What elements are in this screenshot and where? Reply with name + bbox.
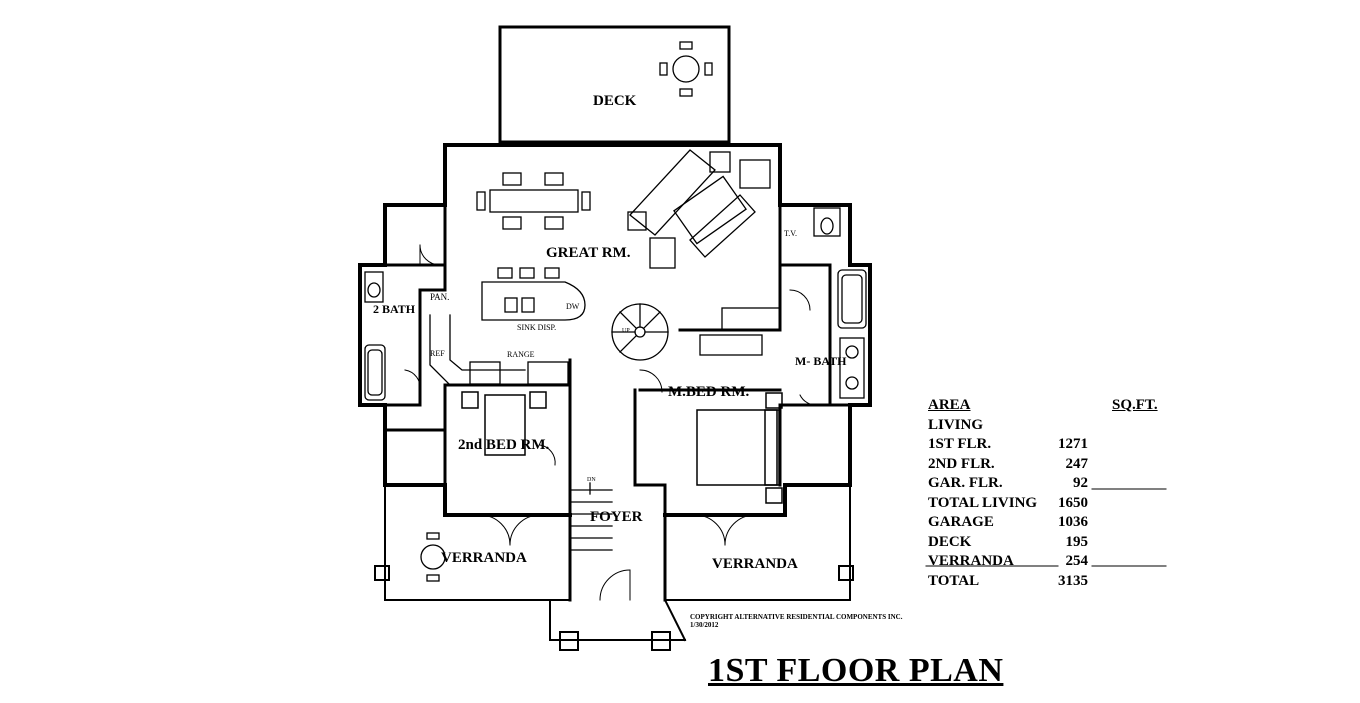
half-bath-fixtures-icon (364, 271, 386, 401)
veranda-outlines (374, 484, 854, 651)
deck-table-icon (659, 41, 713, 97)
copyright-notice: COPYRIGHT ALTERNATIVE RESIDENTIAL COMPON… (690, 613, 902, 629)
label-sink: SINK DISP. (517, 323, 557, 332)
dining-table-icon (476, 172, 591, 230)
room-label-veranda-right: VERRANDA (712, 556, 798, 572)
door-swings (404, 244, 819, 601)
sofa-set-icon (627, 149, 771, 269)
area-row-name: LIVING (928, 416, 984, 433)
area-row-name: TOTAL (928, 572, 980, 589)
room-label-veranda-left: VERRANDA (441, 550, 527, 566)
area-row-name: 2ND FLR. (928, 455, 995, 472)
area-table-header-name: AREA (928, 397, 971, 413)
label-tv: T.V. (784, 229, 798, 238)
kitchen-counter-icon (429, 314, 569, 386)
veranda-table-icon (420, 532, 446, 582)
area-table-row: GARAGE 1036 (926, 513, 1176, 533)
exterior-walls (358, 143, 872, 517)
room-label-half-bath: 2 BATH (373, 302, 416, 316)
room-label-master-bath: M- BATH (795, 354, 847, 368)
area-row-value: 1271 (1058, 436, 1088, 452)
room-label-second-bedroom: 2nd BED RM. (458, 437, 550, 453)
second-bed-icon (461, 391, 547, 456)
spiral-stair-icon (611, 303, 669, 361)
label-dishwasher: DW (566, 302, 580, 311)
area-table-row: TOTAL 3135 (926, 572, 1176, 592)
area-row-value: 254 (1065, 553, 1089, 569)
area-table-row: GAR. FLR. 92 (926, 474, 1176, 494)
copyright-date: 1/30/2012 (690, 621, 719, 629)
area-table: AREA SQ.FT. LIVING 1ST FLR. 1271 2ND FLR.… (926, 396, 1176, 591)
area-table-header: AREA SQ.FT. (926, 396, 1176, 416)
area-table-rules (925, 488, 1167, 567)
area-row-value: 1650 (1058, 494, 1088, 511)
area-table-row: 2ND FLR. 247 (926, 455, 1176, 475)
room-label-master-bedroom: M.BED RM. (668, 384, 750, 400)
area-row-name: 1ST FLR. (928, 436, 992, 452)
room-label-great-room: GREAT RM. (546, 245, 631, 261)
area-row-name: DECK (928, 533, 972, 550)
fireplace-icon (699, 307, 781, 356)
master-bed-icon (696, 392, 783, 504)
area-table-header-value: SQ.FT. (1112, 397, 1158, 413)
area-row-name: GAR. FLR. (928, 475, 1003, 491)
area-table-row: DECK 195 (926, 533, 1176, 553)
area-table-row: 1ST FLR. 1271 (926, 435, 1176, 455)
area-row-name: GARAGE (928, 514, 994, 530)
area-row-name: TOTAL LIVING (928, 494, 1038, 511)
kitchen-island-icon (481, 267, 586, 321)
label-range: RANGE (507, 350, 535, 359)
area-row-name: VERRANDA (928, 553, 1014, 569)
area-row-value: 92 (1073, 475, 1088, 491)
label-stair-down: DN (587, 477, 596, 483)
area-row-value: 195 (1065, 533, 1089, 550)
master-bath-fixtures-icon (813, 207, 867, 399)
area-row-value: 1036 (1058, 514, 1088, 530)
area-table-row: VERRANDA 254 (926, 552, 1176, 572)
interior-walls (383, 203, 852, 602)
room-label-foyer: FOYER (590, 509, 643, 525)
room-label-deck: DECK (593, 93, 637, 109)
area-row-value: 247 (1065, 455, 1089, 472)
foyer-stairs-icon (571, 482, 613, 551)
area-table-row: LIVING (926, 416, 1176, 436)
plan-title: 1ST FLOOR PLAN (708, 652, 1004, 689)
area-table-row: TOTAL LIVING 1650 (926, 494, 1176, 514)
label-pantry: PAN. (430, 292, 450, 302)
label-stair-up: UP (622, 328, 630, 334)
area-row-value: 3135 (1058, 572, 1088, 589)
copyright-line: COPYRIGHT ALTERNATIVE RESIDENTIAL COMPON… (690, 613, 903, 621)
label-refrigerator: REF (430, 349, 445, 358)
deck-outline (498, 25, 731, 144)
